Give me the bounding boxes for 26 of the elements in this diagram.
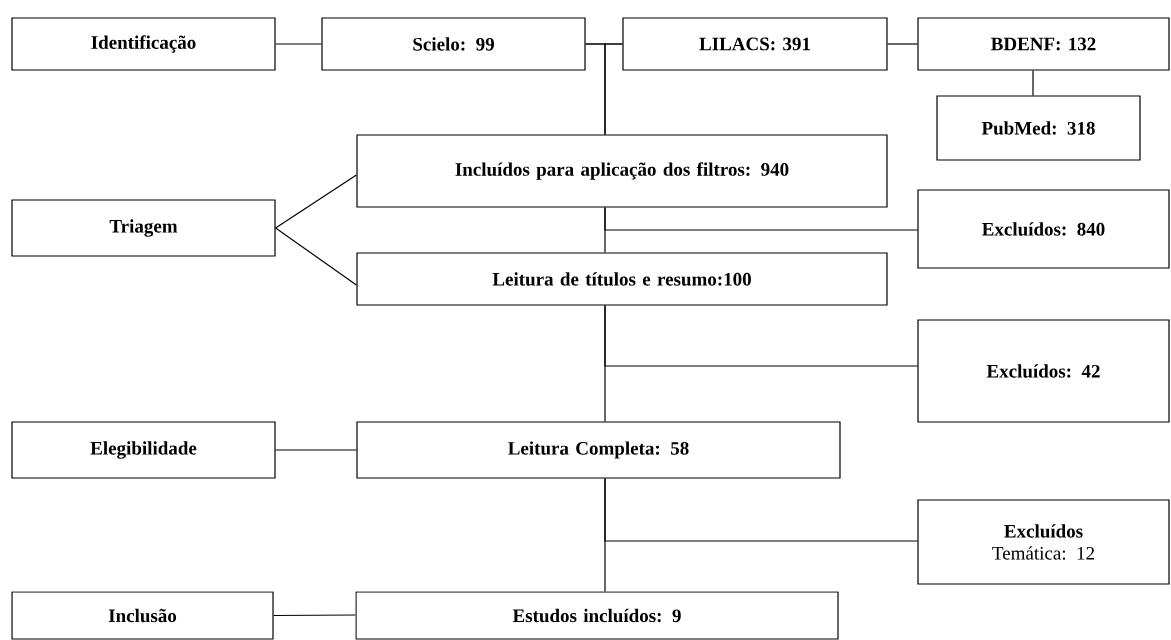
process-box: BDENF: 132: [917, 17, 1170, 71]
connector-line: [273, 614, 356, 617]
connector-line: [604, 305, 918, 367]
process-box: Leitura Completa: 58: [356, 421, 841, 479]
connector-line: [604, 43, 623, 135]
process-box: Triagem: [11, 199, 276, 257]
process-box: LILACS: 391: [622, 17, 888, 71]
connector-line: [275, 449, 357, 451]
process-box: Scielo: 99: [321, 17, 586, 71]
connector-line: [275, 174, 357, 229]
process-box: Excluídos: 840: [917, 189, 1170, 269]
connector-line: [275, 227, 357, 286]
process-box: Estudos incluídos: 9: [355, 591, 839, 640]
process-box: PubMed: 318: [936, 95, 1141, 161]
connector-line: [275, 43, 322, 45]
connector-line: [604, 207, 918, 231]
process-box: Inclusão: [11, 591, 274, 640]
connector-line: [1032, 70, 1034, 96]
process-box: Excluídos: 42: [917, 319, 1170, 423]
process-box: Elegibilidade: [11, 421, 276, 479]
connector-line: [604, 478, 918, 542]
process-box: Incluídos para aplicação dos filtros: 940: [356, 134, 888, 208]
connector-line: [887, 43, 918, 45]
process-box: Excluídos Temática: 12: [917, 499, 1170, 585]
process-box: Identificação: [11, 17, 276, 71]
process-box: Leitura de títulos e resumo:100: [356, 252, 888, 306]
